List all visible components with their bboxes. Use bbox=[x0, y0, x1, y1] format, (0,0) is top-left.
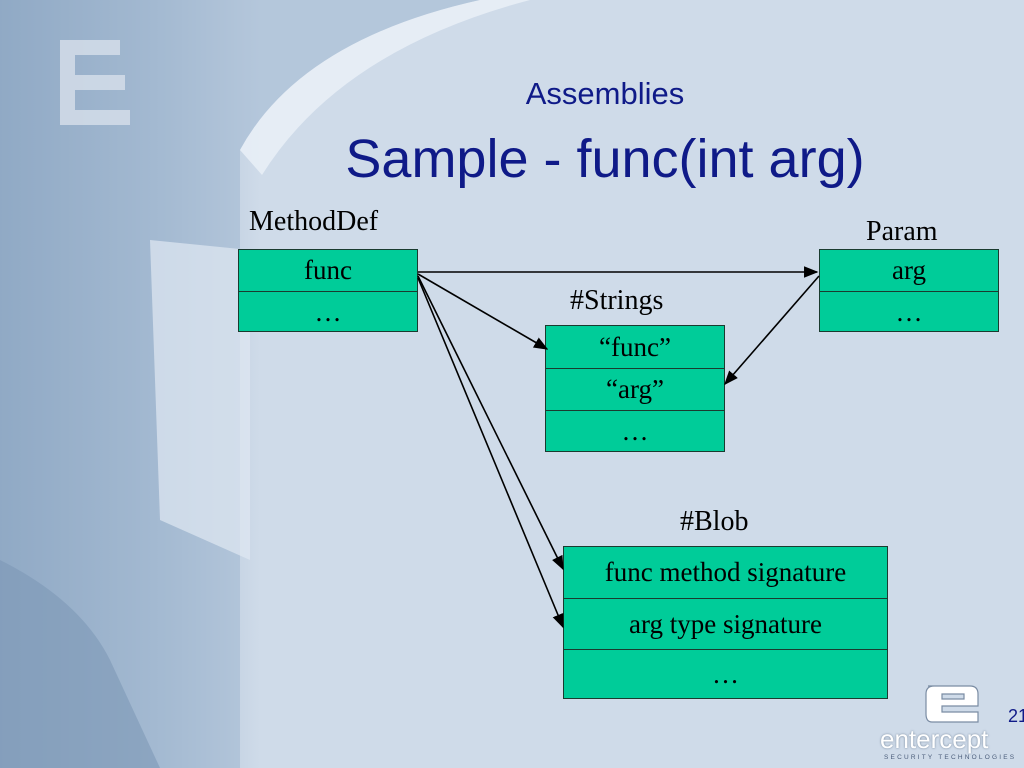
strings-label: #Strings bbox=[570, 285, 664, 316]
logo-tagline: SECURITY TECHNOLOGIES bbox=[884, 754, 1017, 761]
methoddef-table: func … bbox=[238, 249, 418, 332]
blob-row-more: … bbox=[712, 659, 739, 689]
page-number: 21 bbox=[1008, 706, 1024, 726]
row-divider bbox=[564, 598, 887, 599]
methoddef-row-more: … bbox=[314, 296, 342, 327]
slide-subtitle: Assemblies bbox=[525, 76, 685, 111]
row-divider bbox=[239, 291, 417, 292]
param-row-more: … bbox=[895, 296, 923, 327]
param-label: Param bbox=[866, 216, 938, 247]
strings-row-func: “func” bbox=[599, 331, 671, 362]
row-divider bbox=[546, 368, 724, 369]
methoddef-row-func: func bbox=[304, 255, 352, 285]
param-row-arg: arg bbox=[892, 255, 926, 285]
methoddef-label: MethodDef bbox=[249, 206, 379, 237]
strings-table: “func” “arg” … bbox=[545, 325, 725, 452]
strings-row-more: … bbox=[621, 416, 649, 446]
slide-title: Sample - func(int arg) bbox=[345, 129, 865, 189]
blob-row-func-signature: func method signature bbox=[604, 557, 847, 587]
row-divider bbox=[820, 291, 998, 292]
blob-row-arg-signature: arg type signature bbox=[629, 608, 822, 639]
logo-wordmark: entercept bbox=[880, 724, 989, 754]
blob-label: #Blob bbox=[680, 506, 749, 537]
strings-row-arg: “arg” bbox=[606, 374, 664, 404]
param-table: arg … bbox=[819, 249, 999, 332]
company-logo: entercept SECURITY TECHNOLOGIES bbox=[878, 680, 1024, 768]
logo-e-icon bbox=[925, 685, 979, 723]
row-divider bbox=[546, 410, 724, 411]
row-divider bbox=[564, 649, 887, 650]
blob-table: func method signature arg type signature… bbox=[563, 546, 888, 699]
